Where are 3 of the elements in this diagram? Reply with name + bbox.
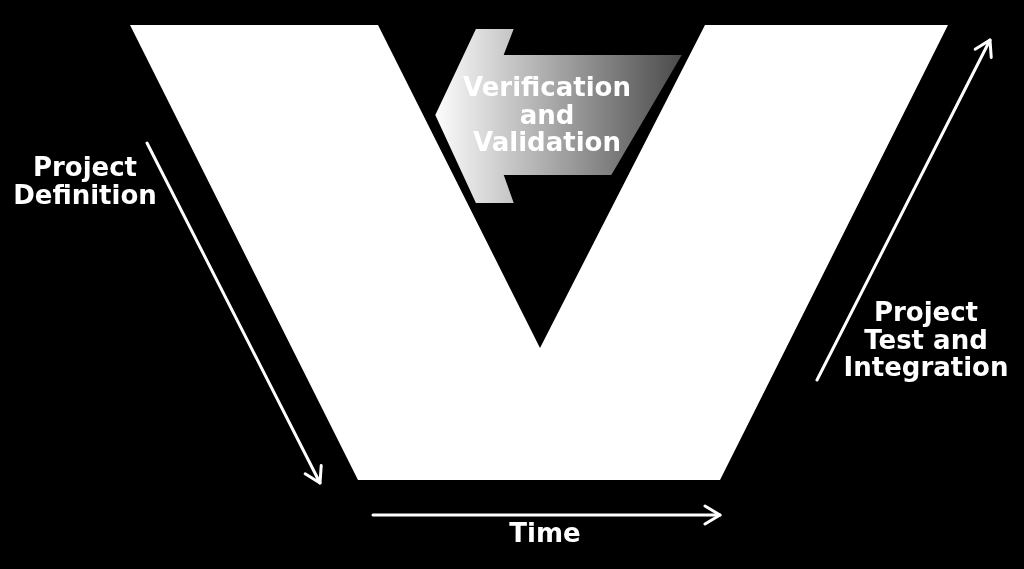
phase-label: Project Definition (12, 154, 158, 209)
phase-label: Project Test and Integration (842, 299, 1010, 382)
phase-label: Time (508, 520, 582, 548)
